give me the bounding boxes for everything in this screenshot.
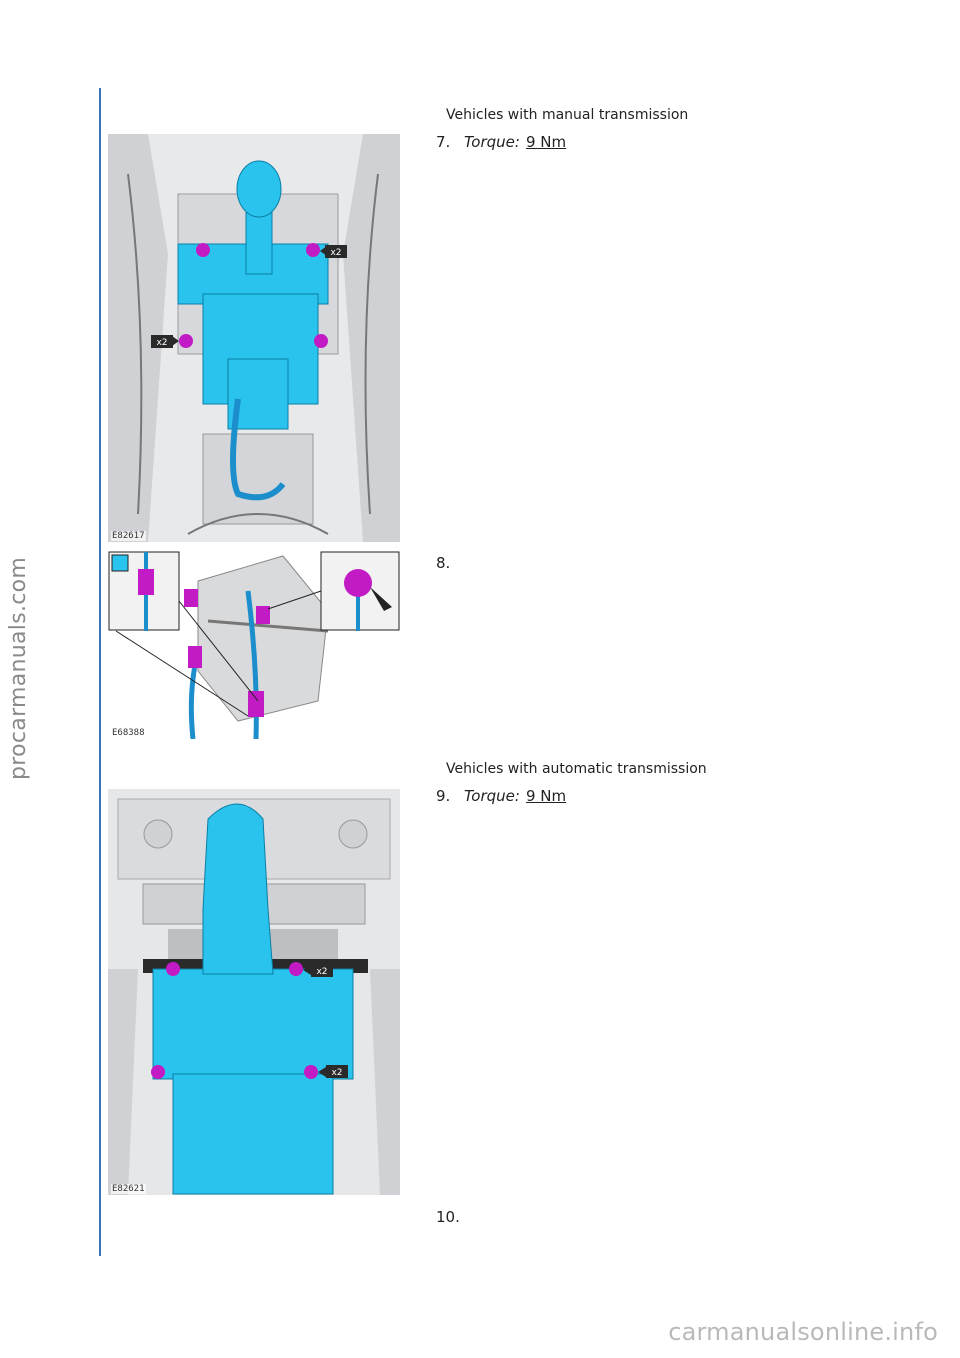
- figure-manual-shifter-illustration: x2 x2: [108, 134, 400, 542]
- torque-label: Torque:: [464, 787, 520, 805]
- figure-cable-connector-illustration: [108, 551, 400, 739]
- torque-value-link[interactable]: 9 Nm: [525, 787, 567, 805]
- figure-id: E82621: [111, 1184, 146, 1194]
- figure-id: E82617: [111, 531, 146, 541]
- figure-automatic-shifter-illustration: x2 x2: [108, 789, 400, 1195]
- torque-label: Torque:: [464, 133, 520, 151]
- step-number: 7.: [436, 133, 451, 151]
- callout-x2-lower: x2: [331, 1068, 342, 1078]
- step-number: 9.: [436, 787, 451, 805]
- step-8: 8.: [436, 554, 464, 572]
- left-margin-rule: [99, 88, 101, 1256]
- step-number: 10.: [436, 1208, 460, 1226]
- section-heading-manual: Vehicles with manual transmission: [446, 107, 689, 123]
- step-10: 10.: [436, 1208, 464, 1226]
- step-7: 7. Torque: 9 Nm: [436, 133, 566, 151]
- figure-manual-shifter: x2 x2 E82617: [108, 134, 400, 542]
- watermark-left: procarmanuals.com: [6, 556, 31, 780]
- callout-x2-lower: x2: [156, 338, 167, 348]
- step-number: 8.: [436, 554, 451, 572]
- torque-value-link[interactable]: 9 Nm: [525, 133, 567, 151]
- watermark-bottom: carmanualsonline.info: [668, 1318, 938, 1346]
- callout-x2-upper: x2: [316, 967, 327, 977]
- figure-automatic-shifter: x2 x2 E82621: [108, 789, 400, 1195]
- callout-x2-upper: x2: [330, 248, 341, 258]
- step-9: 9. Torque: 9 Nm: [436, 787, 566, 805]
- section-heading-automatic: Vehicles with automatic transmission: [446, 761, 707, 777]
- figure-cable-connector: E68388: [108, 551, 400, 739]
- figure-id: E68388: [111, 728, 146, 738]
